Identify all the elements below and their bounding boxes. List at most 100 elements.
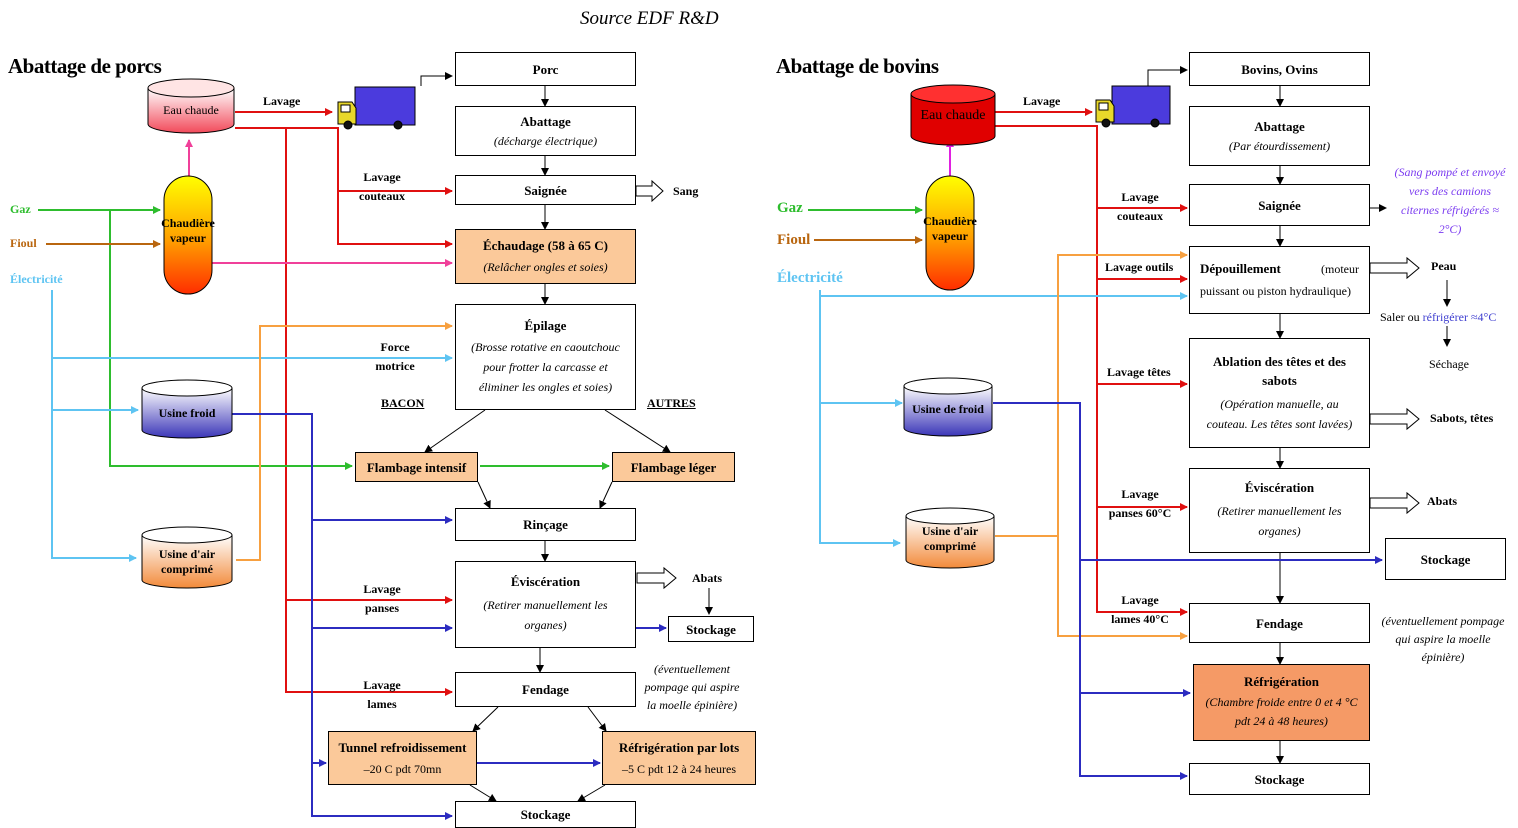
right-label-saler-1: Saler ou — [1380, 310, 1423, 324]
left-usine-froid-tank — [141, 379, 233, 439]
left-step-evisceration: Éviscération (Retirer manuellement les o… — [455, 561, 636, 648]
right-label-lavage-panses-2: panses 60°C — [1108, 506, 1172, 520]
right-hollow-arrows — [1369, 256, 1420, 515]
right-label-peau: Peau — [1431, 259, 1457, 273]
left-step-tunnel: Tunnel refroidissement –20 C pdt 70mn — [328, 731, 477, 785]
left-step-abattage: Abattage (décharge électrique) — [455, 106, 636, 156]
left-step-stockage-2: Stockage — [455, 801, 636, 828]
left-step-stockage-1-title: Stockage — [686, 621, 736, 637]
right-label-lavage-tetes: Lavage têtes — [1107, 365, 1171, 379]
left-step-flambage-intensif: Flambage intensif — [355, 452, 478, 482]
left-step-epilage-sub-2: pour frotter la carcasse et — [483, 359, 608, 374]
source-caption: Source EDF R&D — [580, 8, 719, 29]
left-step-fendage-title: Fendage — [522, 682, 569, 697]
left-input-fioul: Fioul — [10, 236, 37, 250]
right-step-fendage-title: Fendage — [1256, 615, 1303, 631]
right-usine-air-tank — [905, 507, 995, 569]
left-usine-air-label: Usine d'air comprimé — [145, 547, 229, 577]
left-step-echaudage-sub: (Relâcher ongles et soies) — [483, 260, 608, 274]
right-label-sabots: Sabots, têtes — [1430, 411, 1494, 425]
left-step-saignee-title: Saignée — [524, 182, 567, 198]
right-step-evisceration: Éviscération (Retirer manuellement les o… — [1189, 468, 1370, 553]
right-step-stockage-2-title: Stockage — [1254, 771, 1305, 787]
left-step-evisceration-sub-1: (Retirer manuellement les — [483, 598, 608, 612]
left-label-force-motrice: Force motrice — [375, 340, 414, 374]
right-label-lavage: Lavage — [1023, 94, 1061, 108]
right-eau-chaude-tank — [910, 84, 996, 146]
left-note-3: la moelle épinière) — [646, 698, 738, 712]
left-note-1: (éventuellement — [654, 662, 730, 676]
right-step-saignee-title: Saignée — [1258, 197, 1301, 213]
right-label-lavage-lames-2: lames 40°C — [1111, 612, 1169, 626]
left-label-sang: Sang — [673, 184, 699, 198]
right-label-abats: Abats — [1427, 494, 1458, 508]
left-step-epilage: Épilage (Brosse rotative en caoutchouc p… — [455, 304, 636, 410]
left-step-porc-title: Porc — [532, 61, 559, 77]
right-truck-icon — [1095, 85, 1171, 128]
right-step-abattage-title: Abattage — [1254, 118, 1305, 134]
left-chaudiere-label: Chaudière vapeur — [158, 216, 218, 246]
left-step-porc: Porc — [455, 52, 636, 86]
right-step-refrigeration: Réfrigération (Chambre froide entre 0 et… — [1193, 664, 1370, 741]
left-label-lavage: Lavage — [263, 94, 301, 108]
right-step-ablation: Ablation des têtes et des sabots (Opérat… — [1189, 338, 1370, 448]
left-step-rincage-title: Rinçage — [523, 517, 568, 532]
left-label-lavage-lames-2: lames — [367, 697, 397, 711]
right-usine-froid-tank — [903, 377, 993, 437]
left-label-lavage-lames: Lavage lames — [363, 678, 400, 712]
right-note: (éventuellement pompage qui aspire la mo… — [1382, 612, 1505, 666]
right-flow-lines — [808, 66, 1451, 780]
left-usine-air-text: Usine d'air comprimé — [158, 547, 216, 576]
right-usine-air-label: Usine d'air comprimé — [908, 524, 992, 554]
left-flow-lines — [38, 72, 713, 820]
right-step-refrigeration-sub-1: (Chambre froide entre 0 et 4 °C — [1205, 695, 1358, 709]
left-label-lavage-couteaux-1: Lavage — [363, 170, 401, 184]
left-step-rincage: Rinçage — [455, 508, 636, 541]
right-title: Abattage de bovins — [776, 54, 939, 78]
right-chaudiere-label: Chaudière vapeur — [920, 214, 980, 244]
right-sang-note: (Sang pompé et envoyé vers des camions c… — [1395, 163, 1506, 239]
left-truck-icon — [337, 86, 416, 130]
right-sang-note-3: citernes réfrigérés ≈ — [1401, 203, 1499, 217]
right-step-stockage-1-title: Stockage — [1420, 551, 1471, 567]
left-step-flambage-leger: Flambage léger — [612, 452, 735, 482]
right-usine-froid-label: Usine de froid — [912, 402, 984, 416]
right-chaudiere-tank — [925, 175, 975, 291]
left-label-autres: AUTRES — [647, 396, 696, 410]
left-input-gaz: Gaz — [10, 202, 31, 216]
left-step-saignee: Saignée — [455, 175, 636, 205]
right-note-3: épinière) — [1421, 650, 1465, 664]
left-step-flambage-intensif-title: Flambage intensif — [366, 459, 467, 475]
right-usine-air-text: Usine d'air comprimé — [921, 524, 979, 553]
left-label-lavage-lames-1: Lavage — [363, 678, 401, 692]
right-label-lavage-panses-1: Lavage — [1121, 487, 1159, 501]
left-label-force-1: Force — [380, 340, 410, 354]
left-step-epilage-title: Épilage — [524, 317, 567, 333]
right-label-lavage-couteaux-1: Lavage — [1121, 190, 1159, 204]
right-step-depouillement-row: Dépouillement (moteur — [1200, 261, 1359, 277]
left-step-stockage-1: Stockage — [668, 616, 754, 642]
right-label-saler: Saler ou réfrigérer ≈4°C — [1380, 310, 1496, 325]
right-step-abattage: Abattage (Par étourdissement) — [1189, 106, 1370, 166]
right-step-evisceration-sub-1: (Retirer manuellement les — [1217, 504, 1342, 518]
left-step-refrig-lots-title: Réfrigération par lots — [618, 739, 740, 755]
right-step-evisceration-title: Éviscération — [1244, 480, 1315, 495]
right-step-fendage: Fendage — [1189, 603, 1370, 643]
right-step-ablation-sub-1: (Opération manuelle, au — [1220, 397, 1339, 411]
right-step-abattage-sub: (Par étourdissement) — [1228, 138, 1331, 153]
right-step-stockage-2: Stockage — [1189, 763, 1370, 795]
left-step-flambage-leger-title: Flambage léger — [630, 459, 717, 475]
left-step-epilage-sub-3: éliminer les ongles et soies) — [478, 379, 613, 394]
right-step-depouillement-title: Dépouillement — [1200, 261, 1281, 276]
left-label-lavage-couteaux-2: couteaux — [359, 189, 405, 203]
left-usine-froid-label: Usine froid — [158, 406, 216, 420]
right-step-stockage-1: Stockage — [1385, 538, 1506, 580]
right-input-fioul: Fioul — [777, 232, 811, 248]
right-step-bovins: Bovins, Ovins — [1189, 52, 1370, 86]
left-step-echaudage-title: Échaudage (58 à 65 C) — [483, 238, 608, 253]
right-step-bovins-title: Bovins, Ovins — [1241, 61, 1318, 77]
left-label-bacon: BACON — [381, 396, 425, 410]
right-step-refrigeration-sub-2: pdt 24 à 48 heures) — [1235, 714, 1328, 728]
right-step-evisceration-sub-2: organes) — [1258, 524, 1301, 538]
